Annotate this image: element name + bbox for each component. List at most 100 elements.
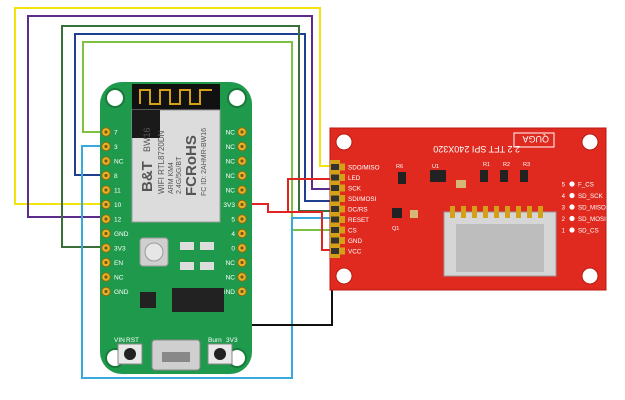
label-r6: R6 <box>396 164 403 170</box>
component-r <box>520 170 528 182</box>
tft-pin-5[interactable] <box>331 216 339 223</box>
left-pin-hole <box>104 289 108 294</box>
onboard-smd <box>180 242 194 250</box>
antenna-area <box>132 84 220 110</box>
label-u1: U1 <box>432 164 439 170</box>
left-pin-hole <box>104 217 108 221</box>
onboard-smd <box>200 242 214 250</box>
right-pin-label: 3V3 <box>223 202 235 209</box>
onboard-chip-small <box>140 292 156 308</box>
tft-hole <box>335 267 353 285</box>
left-pin-hole <box>104 144 108 149</box>
sd-pin-2[interactable] <box>569 204 575 210</box>
module-line1: WIFI RTL8720DN <box>157 130 166 194</box>
tft-pin-0[interactable] <box>331 164 339 170</box>
component-r <box>500 170 508 182</box>
sd-contact <box>483 206 488 218</box>
left-pin-label: 10 <box>114 202 122 209</box>
sd-pin-label: SD_MISO <box>578 205 606 212</box>
rst-button[interactable] <box>124 348 136 360</box>
module-model: BW16 <box>142 127 152 152</box>
sd-pin-label: SD_CS <box>578 228 599 235</box>
left-pin-hole <box>104 260 108 265</box>
label-3v3-bottom: 3V3 <box>226 337 238 344</box>
right-pin-hole <box>240 231 244 236</box>
label-burn: Burn <box>208 337 222 344</box>
burn-button[interactable] <box>214 348 226 360</box>
sd-contact <box>505 206 510 218</box>
right-pin-hole <box>240 246 244 250</box>
wire-3v3-vcc-red <box>288 211 336 251</box>
wire-mosi-blue <box>74 33 336 202</box>
tft-pin-label: CS <box>348 228 357 235</box>
bw16-board: B&T BW16 WIFI RTL8720DN ARM KM4 2.4G/5G/… <box>100 82 252 374</box>
sd-slot-inner <box>456 224 544 272</box>
right-pin-label: GND <box>221 289 236 296</box>
tft-pin-7[interactable] <box>331 237 339 244</box>
right-pin-hole <box>240 275 244 279</box>
sd-pin-3[interactable] <box>569 192 575 199</box>
tft-pin-3[interactable] <box>331 195 339 202</box>
right-pin-label: 4 <box>231 231 235 238</box>
tft-board: 2.2 TFT SPI 240X320 QUGA SDO/MISOLEDSCKS… <box>329 127 607 291</box>
sd-pin-4[interactable] <box>569 181 575 187</box>
tft-pin-8[interactable] <box>331 248 339 254</box>
right-pin-hole <box>240 260 244 265</box>
onboard-chip <box>172 288 224 312</box>
sd-pin-number: 4 <box>562 194 566 200</box>
right-pin-label: 5 <box>231 217 235 224</box>
module-shield-top <box>132 110 160 138</box>
left-pin-label: GND <box>114 231 129 238</box>
right-pin-label: NC <box>226 173 236 180</box>
left-pin-label: 8 <box>114 173 118 180</box>
right-pin-label: NC <box>226 144 236 151</box>
label-r3: R3 <box>523 162 530 168</box>
sd-contact <box>472 206 477 218</box>
tft-pin-label: VCC <box>348 249 362 256</box>
tft-pin-4[interactable] <box>331 206 339 212</box>
tft-pin-pad <box>340 163 345 171</box>
right-pin-label: NC <box>226 188 236 195</box>
tft-pin-6[interactable] <box>331 227 339 233</box>
sd-pin-0[interactable] <box>569 227 575 233</box>
label-rst: RST <box>126 337 139 344</box>
tft-pin-pad <box>340 205 345 213</box>
component-q1 <box>392 208 402 218</box>
sd-contacts <box>450 206 543 218</box>
tft-title: 2.2 TFT SPI 240X320 <box>433 144 520 154</box>
left-pin-hole <box>104 231 108 236</box>
left-pin-label: NC <box>114 159 124 166</box>
sd-pin-number: 3 <box>562 206 566 212</box>
right-pin-hole <box>240 188 244 192</box>
left-pin-hole <box>104 275 108 279</box>
tft-pin-pad <box>340 237 345 244</box>
module-line2: ARM KM4 <box>168 162 175 194</box>
left-pin-hole <box>104 202 108 207</box>
left-pin-label: 3V3 <box>114 246 126 253</box>
right-pin-hole <box>240 159 244 163</box>
left-pin-label: EN <box>114 260 123 267</box>
right-pin-hole <box>240 202 244 207</box>
tft-pin-1[interactable] <box>331 174 339 181</box>
tft-pin-2[interactable] <box>331 185 339 191</box>
mount-hole <box>105 88 125 108</box>
component-r <box>398 172 406 184</box>
sd-contact <box>527 206 532 218</box>
left-pin-hole <box>104 173 108 178</box>
wires <box>14 7 336 379</box>
sd-pin-1[interactable] <box>569 215 575 222</box>
module-brand: B&T <box>139 161 156 192</box>
label-vin: VIN <box>114 337 125 344</box>
right-pin-hole <box>240 144 244 149</box>
tft-pin-pad <box>340 184 345 192</box>
left-pin-hole <box>104 188 108 192</box>
tft-pin-pad <box>340 216 345 223</box>
tft-pin-label: SDI/MOSI <box>348 196 377 203</box>
sd-contact <box>516 206 521 218</box>
right-pin-label: NC <box>226 159 236 166</box>
tft-pin-label: LED <box>348 175 361 182</box>
tft-pin-pad <box>340 195 345 202</box>
